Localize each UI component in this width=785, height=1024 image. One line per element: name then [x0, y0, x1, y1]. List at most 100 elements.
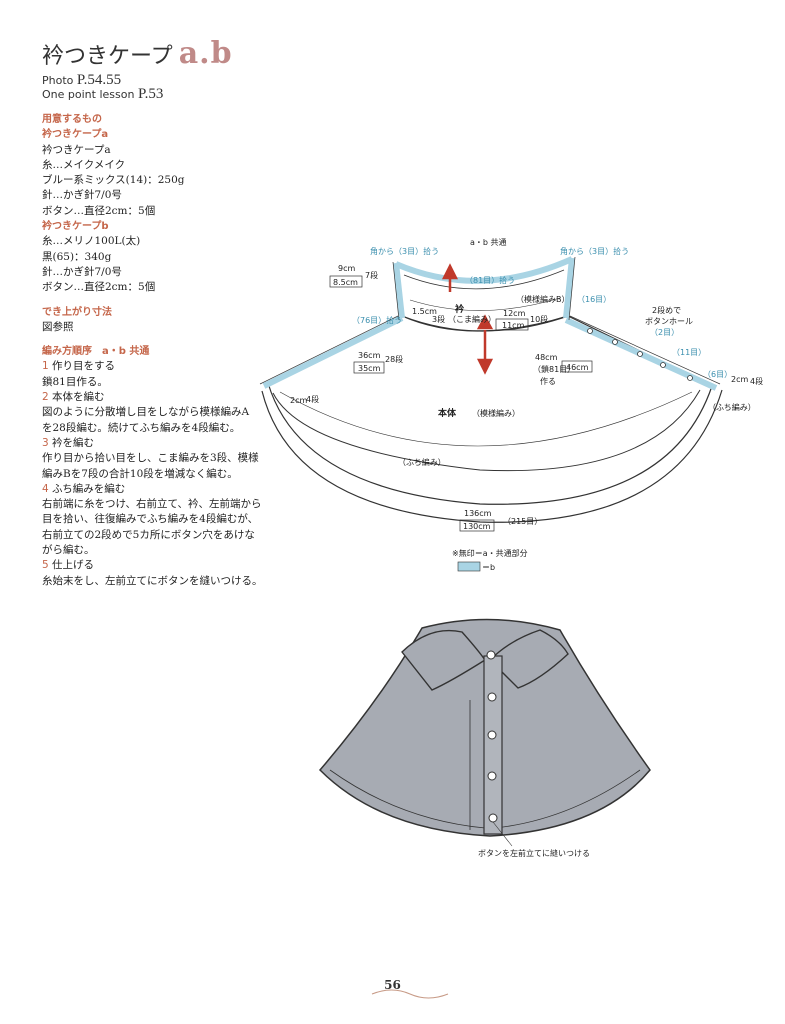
- collar-width-a: 12cm: [503, 309, 526, 318]
- materials-b-line: ボタン…直径2cm：5個: [42, 281, 156, 294]
- step-line: 作り目から拾い目をし、こま編みを3段、模様: [42, 452, 259, 465]
- collar-width-b: 11cm: [502, 321, 525, 330]
- materials-a-line: ブルー系ミックス(14)：250g: [42, 174, 185, 187]
- side-rows: 28段: [385, 354, 403, 364]
- button: [488, 813, 498, 823]
- collar-top-count: （81目）拾う: [465, 275, 515, 285]
- button: [487, 771, 497, 781]
- front-edge-count: （6目）: [703, 370, 732, 379]
- side-length-b: 35cm: [358, 364, 381, 373]
- buttonhole-gap: （11目）: [672, 348, 706, 357]
- button: [487, 692, 497, 702]
- hem-length-a: 136cm: [464, 509, 492, 518]
- collar-pattern-label: （模様編みB）: [516, 294, 570, 304]
- edge-right-label: （ふち編み）: [708, 402, 756, 412]
- step-title: 2 本体を編む: [42, 390, 272, 405]
- body-label: 本体: [438, 407, 457, 419]
- legend-b: ＝b: [482, 563, 495, 572]
- left-edge-rows: 4段: [306, 394, 319, 404]
- pick-left-label: 角から（3目）拾う: [370, 246, 439, 256]
- collar-stitch-label: （こま編み）: [448, 314, 496, 324]
- front-edge-rows: 4段: [750, 376, 763, 386]
- title-variant: a.b: [178, 36, 233, 71]
- step-title-text: 作り目をする: [52, 360, 116, 373]
- hem-length-b: 130cm: [463, 522, 491, 531]
- step-line: がら編む。: [42, 544, 95, 557]
- collar-height-rows: 3段: [432, 314, 445, 324]
- step-title-text: 本体を編む: [52, 391, 105, 404]
- page-number: 56: [384, 978, 401, 992]
- left-top-a: 9cm: [338, 264, 355, 273]
- collar-height-a: 1.5cm: [412, 307, 437, 316]
- side-length-a: 36cm: [358, 351, 381, 360]
- materials-a-line: 針…かぎ針7/0号: [42, 189, 122, 202]
- step-number: 5: [42, 559, 49, 572]
- step-title: 3 衿を編む: [42, 436, 272, 451]
- left-edge-cm: 2cm: [290, 396, 307, 405]
- step-line: 編みBを7段の合計10段を増減なく編む。: [42, 467, 238, 480]
- button-note: ボタンを左前立てに縫いつける: [478, 848, 590, 858]
- step-title: 5 仕上げる: [42, 558, 272, 573]
- neck-length-b: 46cm: [566, 363, 589, 372]
- left-top-rows: 7段: [365, 270, 378, 280]
- materials-b-line: 糸…メリノ100L(太): [42, 235, 141, 248]
- front-edge-cm: 2cm: [731, 375, 748, 384]
- photo-label: Photo: [42, 74, 74, 87]
- finished-text: 図参照: [42, 320, 74, 333]
- steps-heading: 編み方順序 a・b 共通: [42, 346, 150, 358]
- step-number: 3: [42, 436, 49, 449]
- legend-common: ※無印＝a・共通部分: [452, 548, 528, 558]
- materials-b-line: 黒(65)：340g: [42, 250, 112, 263]
- ab-common-label: a・b 共通: [470, 237, 507, 247]
- materials-a-line: ボタン…直径2cm：5個: [42, 204, 156, 217]
- step-line: 右前立ての2段めで5カ所にボタン穴をあけな: [42, 528, 255, 541]
- materials-a-line: 衿つきケープa: [42, 143, 111, 156]
- materials-heading: 用意するもの: [42, 114, 102, 125]
- step-line: 目を拾い、往復編みでふち編みを4段編むが、: [42, 513, 259, 526]
- cape-illustration: [318, 618, 651, 847]
- hem-count: （215目）: [503, 517, 542, 526]
- pick-right-label: 角から（3目）拾う: [560, 246, 629, 256]
- neck-length-a: 48cm: [535, 353, 558, 362]
- button: [487, 730, 497, 740]
- button: [486, 650, 496, 660]
- step-title-text: 衿を編む: [52, 436, 95, 449]
- collar-rows: 10段: [530, 314, 548, 324]
- step-line: を28段編む。続けてふち編みを4段編む。: [42, 421, 241, 434]
- step-number: 1: [42, 360, 49, 373]
- step-number: 2: [42, 391, 49, 404]
- neck-make: 作る: [540, 376, 556, 386]
- buttonhole-label-2: ボタンホール: [645, 317, 693, 326]
- materials-b-line: 針…かぎ針7/0号: [42, 265, 122, 278]
- step-title: 4 ふち編みを編む: [42, 482, 272, 497]
- footer-ornament: [371, 989, 449, 999]
- left-pick-label: （76目）拾う: [352, 315, 402, 325]
- photo-reference: Photo P.54.55: [42, 72, 121, 89]
- step-line: 糸始末をし、左前立てにボタンを縫いつける。: [42, 574, 263, 587]
- step-line: 右前端に糸をつけ、右前立て、衿、左前端から: [42, 498, 262, 511]
- materials-b-heading: 衿つきケープb: [42, 221, 109, 233]
- buttonhole-label-1: 2段めで: [652, 305, 681, 315]
- buttonhole-count: （2目）: [650, 328, 679, 337]
- body-pattern-label: （模様編み）: [472, 408, 520, 418]
- lesson-label: One point lesson: [42, 88, 135, 101]
- hem-edge-label: （ふち編み）: [398, 457, 446, 467]
- collar-label: 衿: [455, 303, 464, 315]
- materials-a-heading: 衿つきケープa: [42, 129, 109, 141]
- edge-bands-outline: [259, 256, 721, 385]
- step-line: 鎖81目作る。: [42, 375, 108, 388]
- neck-chain: （鎖81目）: [533, 364, 575, 374]
- photo-pages: P.54.55: [76, 72, 122, 88]
- instructions-column: 用意するもの 衿つきケープa 衿つきケープa 糸…メイクメイク ブルー系ミックス…: [42, 112, 272, 589]
- right-pick-label: （16目）: [577, 295, 611, 304]
- materials-a-line: 糸…メイクメイク: [42, 158, 126, 171]
- step-title-text: 仕上げる: [52, 559, 95, 572]
- left-top-b: 8.5cm: [333, 278, 358, 287]
- step-number: 4: [42, 482, 49, 495]
- step-title: 1 作り目をする: [42, 359, 272, 374]
- buttonhole-marks: [587, 328, 693, 381]
- lesson-page: P.53: [137, 86, 164, 102]
- lesson-reference: One point lesson P.53: [42, 86, 163, 103]
